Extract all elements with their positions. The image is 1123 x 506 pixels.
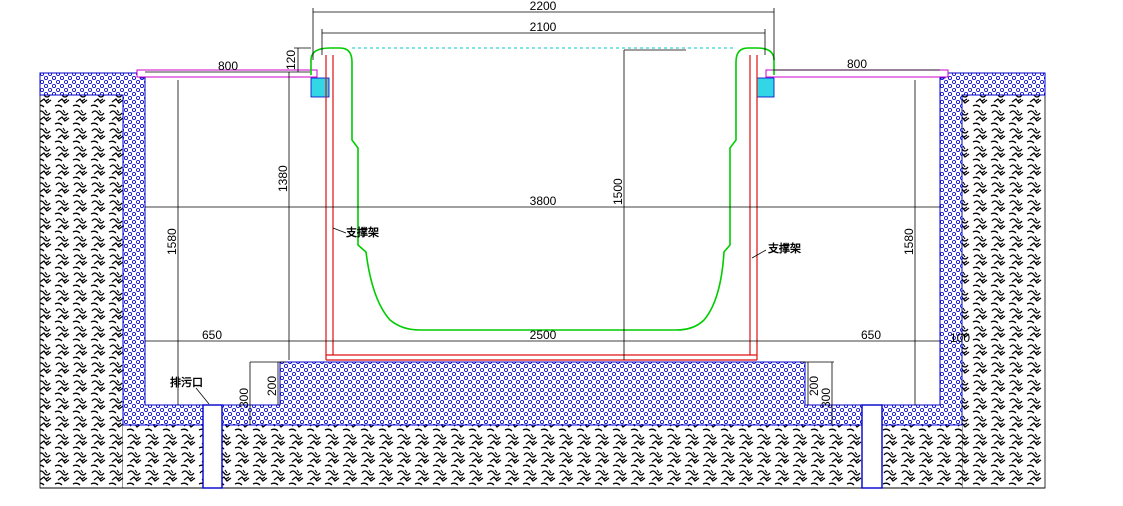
dim-200-left: 200 bbox=[265, 376, 279, 396]
dim-200-right: 200 bbox=[807, 376, 821, 396]
label-drain: 排污口 bbox=[170, 375, 203, 389]
label-support-right: 支撑架 bbox=[767, 241, 801, 255]
dim-2100: 2100 bbox=[530, 20, 557, 34]
dim-650-left: 650 bbox=[202, 328, 222, 342]
deck-plates bbox=[136, 69, 949, 78]
dim-1500: 1500 bbox=[611, 178, 625, 205]
dim-1380: 1380 bbox=[276, 165, 290, 192]
dim-650-right: 650 bbox=[861, 328, 881, 342]
dim-300-right: 300 bbox=[819, 388, 833, 408]
dim-2500: 2500 bbox=[530, 328, 557, 342]
dim-120: 120 bbox=[284, 50, 298, 70]
support-ledges bbox=[310, 77, 775, 98]
dim-100-right: 100 bbox=[950, 331, 970, 345]
foundation-gravel bbox=[39, 72, 1046, 426]
dim-1580-left: 1580 bbox=[165, 228, 179, 255]
dim-800-left: 800 bbox=[218, 59, 238, 73]
drain-pipes bbox=[202, 404, 883, 489]
dim-800-right: 800 bbox=[847, 57, 867, 71]
support-frame bbox=[325, 55, 758, 361]
dimension-lines bbox=[145, 8, 940, 425]
tub-outline bbox=[310, 47, 775, 331]
label-support-left: 支撑架 bbox=[345, 225, 379, 239]
dim-1580-right: 1580 bbox=[902, 228, 916, 255]
dim-2200: 2200 bbox=[530, 0, 557, 13]
earth-mass bbox=[39, 94, 1046, 489]
dim-300-left: 300 bbox=[237, 388, 251, 408]
dim-3800: 3800 bbox=[530, 194, 557, 208]
